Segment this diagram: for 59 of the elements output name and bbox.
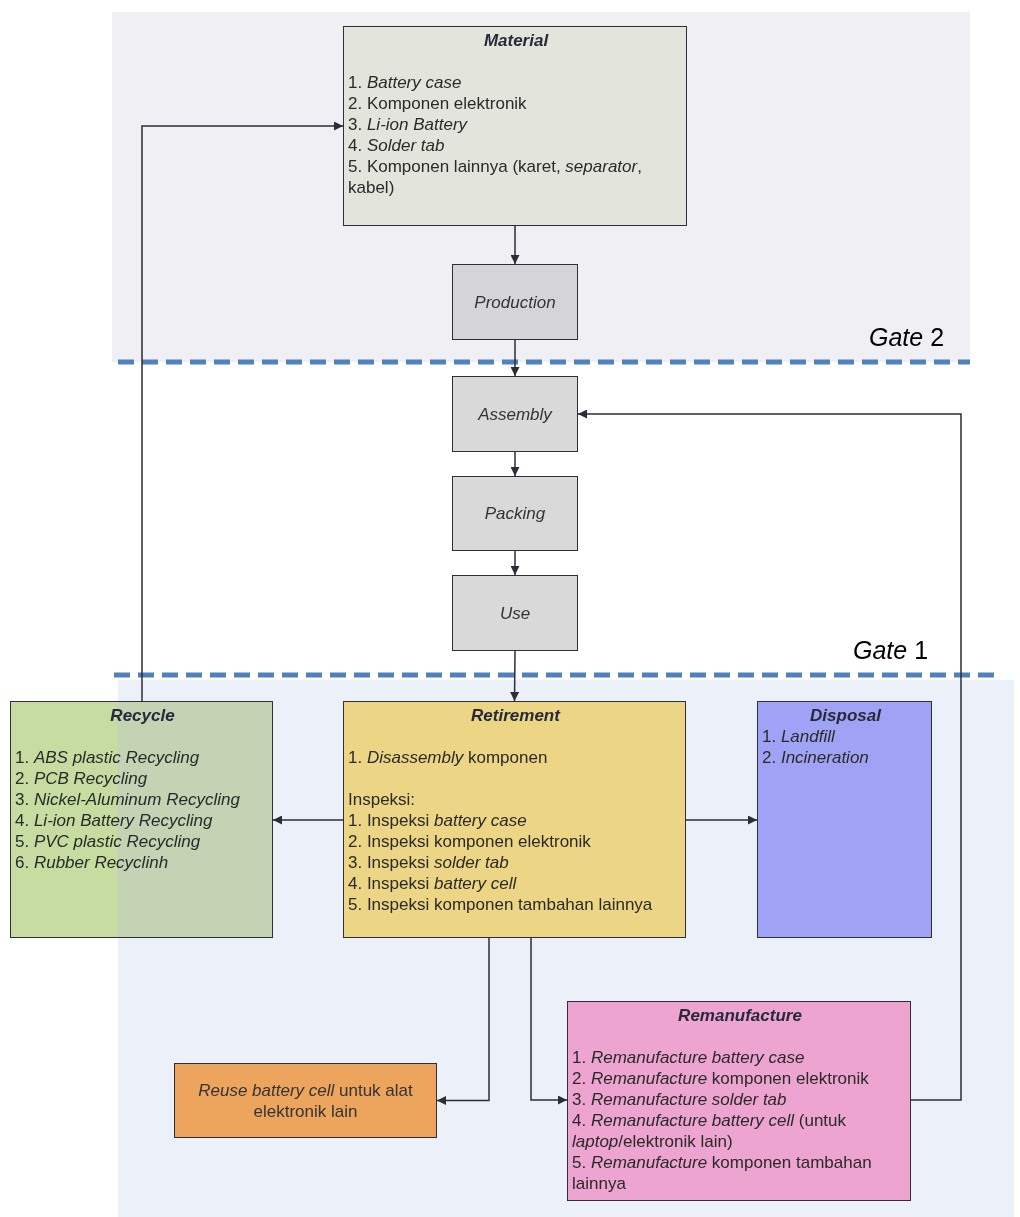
list-item: 1. ABS plastic Recycling: [15, 747, 201, 768]
arrow: [141, 121, 344, 702]
box-label: Production: [474, 291, 556, 313]
box-title: Retirement: [470, 705, 562, 726]
list-item: 4. Solder tab: [348, 135, 446, 156]
process-box: [174, 1063, 437, 1138]
list-item: 2. Incineration: [762, 747, 870, 768]
process-box: [452, 376, 578, 452]
arrow: [685, 815, 758, 825]
list-item: 3. Inspeksi solder tab: [348, 852, 510, 873]
box-label: Assembly: [478, 403, 552, 425]
arrow: [530, 937, 568, 1105]
box-label: Packing: [484, 503, 546, 524]
arrow: [510, 225, 520, 265]
list-item: 1. Remanufacture battery case: [572, 1047, 806, 1068]
list-item: 3. Remanufacture solder tab: [572, 1089, 788, 1110]
list-item: 4. Inspeksi battery cell: [348, 873, 518, 894]
process-box: [452, 476, 578, 551]
list-item: 5. Komponen lainnya (karet, separator, kabel): [348, 156, 643, 198]
list-item: 1. Battery case: [348, 72, 463, 93]
list-item: 4. Li-ion Battery Recycling: [15, 810, 214, 831]
list-item: 2. Komponen elektronik: [348, 93, 528, 114]
list-item: 2. Remanufacture komponen elektronik: [572, 1068, 870, 1089]
process-box: [10, 701, 273, 938]
box-title: Disposal: [809, 705, 883, 726]
process-box: [452, 264, 578, 340]
list-item: 6. Rubber Recyclinh: [15, 852, 170, 873]
arrow: [577, 409, 962, 1101]
list-item: 2. Inspeksi komponen elektronik: [348, 831, 592, 852]
list-item: 1. Landfill: [762, 726, 836, 747]
box-title: Remanufacture: [677, 1005, 803, 1026]
arrow: [510, 650, 520, 702]
arrow: [436, 937, 490, 1105]
gate-label: Gate 2: [869, 324, 945, 350]
list-item: 5. Remanufacture komponen tambahan lainnya: [572, 1152, 873, 1194]
arrow: [510, 451, 520, 477]
box-label: Reuse battery cell untuk alat elektronik lain: [197, 1079, 414, 1122]
process-box: [567, 1001, 911, 1201]
shaded-region: [112, 12, 970, 362]
arrow: [510, 339, 520, 377]
list-item: 5. Inspeksi komponen tambahan lainnya: [348, 894, 654, 915]
list-item: 1. Disassembly komponen: [348, 747, 549, 768]
list-item: 3. Li-ion Battery: [348, 114, 469, 135]
box-label: Use: [499, 602, 531, 624]
box-title: Material: [482, 30, 550, 51]
list-item: 1. Inspeksi battery case: [348, 810, 528, 831]
process-box: [757, 701, 932, 938]
box-title: Recycle: [109, 705, 176, 726]
gate-label: Gate 1: [853, 637, 929, 663]
arrow: [272, 815, 344, 825]
list-item: Inspeksi:: [348, 789, 417, 810]
list-item: 2. PCB Recycling: [15, 768, 149, 789]
list-item: 3. Nickel-Aluminum Recycling: [15, 789, 241, 810]
process-box: [343, 26, 687, 226]
list-item: 5. PVC plastic Recycling: [15, 831, 202, 852]
process-box: [452, 575, 578, 651]
list-item: 4. Remanufacture battery cell (untuk laptop/elektronik lain): [572, 1110, 848, 1152]
arrow: [510, 550, 520, 576]
process-box: [343, 701, 686, 938]
